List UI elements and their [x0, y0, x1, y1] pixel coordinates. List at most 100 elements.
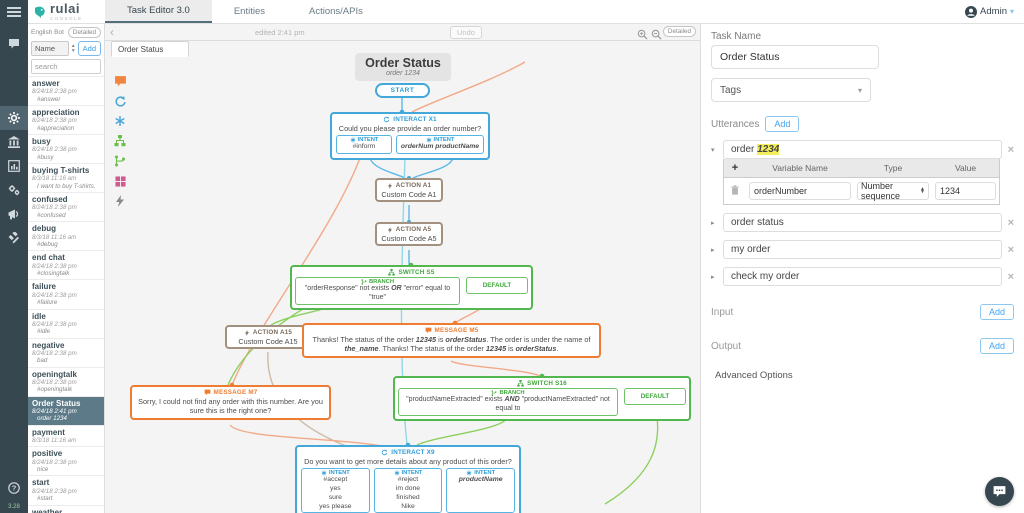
palette-intent-icon[interactable] [113, 114, 127, 128]
tab-task-editor[interactable]: Task Editor 3.0 [105, 0, 212, 23]
expand-caret-icon[interactable]: ▸ [711, 219, 715, 227]
switch-s16-default[interactable]: DEFAULT [624, 388, 686, 405]
task-list-item[interactable]: idle 8/24/18 2:38 pm #idle [28, 308, 104, 338]
task-list-item[interactable]: answer 8/24/18 2:38 pm #answer [28, 76, 104, 105]
expand-caret-icon[interactable]: ▸ [711, 246, 715, 254]
flow-canvas[interactable]: ‹ edited 2:41 pm Undo Detailed Order Sta… [105, 24, 700, 513]
action-a1-node[interactable]: ACTION A1 Custom Code A1 [375, 178, 443, 203]
chat-widget-button[interactable] [985, 477, 1014, 506]
task-list-item[interactable]: Order Status 8/24/18 2:41 pm order 1234 [28, 395, 104, 425]
edited-timestamp: edited 2:41 pm [255, 28, 305, 37]
task-list-item[interactable]: confused 8/24/18 2:38 pm #confused [28, 192, 104, 221]
task-date: 8/24/18 2:38 pm [32, 349, 77, 357]
intent-productname[interactable]: INTENT productName [446, 468, 516, 513]
task-name: debug [32, 224, 56, 234]
switch-s5-branch[interactable]: BRANCH "orderResponse" not exists OR "er… [295, 277, 460, 305]
task-list-item[interactable]: failure 8/24/18 2:38 pm #failure [28, 279, 104, 308]
close-icon[interactable]: × [1007, 270, 1014, 283]
analytics-chart-icon[interactable] [0, 154, 28, 178]
intent-reject[interactable]: INTENT #reject im done finished Nike [373, 468, 443, 513]
task-list-item[interactable]: payment 8/3/18 11:16 am [28, 424, 104, 447]
task-list-item[interactable]: positive 8/24/18 2:38 pm nice [28, 446, 104, 475]
switch-s16-branch[interactable]: BRANCH "productNameExtracted" exists AND… [398, 388, 618, 416]
gavel-icon[interactable] [0, 226, 28, 250]
top-bar: rulai Console Task Editor 3.0 Entities A… [28, 0, 1024, 24]
expand-caret-icon[interactable]: ▸ [711, 273, 715, 281]
user-menu[interactable]: Admin ▾ [965, 0, 1024, 23]
variable-type-select[interactable]: Number sequence ▲▼ [857, 181, 929, 201]
add-variable-icon[interactable]: + [731, 162, 739, 174]
utterance-text[interactable]: check my order [723, 267, 1002, 286]
add-task-button[interactable]: Add [77, 41, 101, 56]
variable-value-input[interactable] [935, 182, 996, 200]
add-output-button[interactable]: Add [979, 338, 1014, 354]
palette-group-icon[interactable] [113, 174, 127, 188]
task-name-input[interactable] [711, 45, 879, 69]
chat-bubble-icon[interactable] [0, 32, 28, 56]
help-icon[interactable] [0, 476, 28, 500]
settings-gear-icon[interactable] [0, 106, 28, 130]
task-list-item[interactable]: negative 8/24/18 2:38 pm bad [28, 337, 104, 367]
cogs-icon[interactable] [0, 178, 28, 202]
action-a15-node[interactable]: ACTION A15 Custom Code A15 [225, 325, 311, 350]
task-date: 8/24/18 2:38 pm [32, 204, 77, 212]
task-list-item[interactable]: weather 8/3/18 11:16 am What's the weath… [28, 504, 104, 513]
intent-accept[interactable]: INTENT #accept yes sure yes please [301, 468, 370, 513]
palette-interact-icon[interactable] [113, 94, 127, 108]
message-bubble-icon [425, 327, 432, 334]
back-chevron-icon[interactable]: ‹ [110, 25, 114, 39]
add-input-button[interactable]: Add [979, 304, 1014, 320]
undo-button[interactable]: Undo [450, 26, 482, 39]
interact-x1-node[interactable]: INTERACT X1 Could you please provide an … [330, 112, 490, 160]
palette-message-icon[interactable] [113, 74, 127, 88]
palette-action-icon[interactable] [113, 194, 127, 208]
bank-icon[interactable] [0, 130, 28, 154]
collapse-caret-icon[interactable]: ▾ [711, 146, 715, 154]
canvas-detailed-button[interactable]: Detailed [662, 26, 696, 37]
interact-x9-node[interactable]: INTERACT X9 Do you want to get more deta… [295, 445, 521, 513]
trash-icon[interactable] [730, 185, 740, 195]
add-utterance-button[interactable]: Add [765, 116, 800, 132]
advanced-options-link[interactable]: Advanced Options [715, 370, 793, 381]
search-input[interactable] [31, 59, 101, 74]
switch-s16-node[interactable]: SWITCH S16 BRANCH "productNameExtracted"… [393, 376, 691, 421]
task-list-item[interactable]: openingtalk 8/24/18 2:38 pm #openingtalk [28, 366, 104, 396]
close-icon[interactable]: × [1007, 243, 1014, 256]
tags-select[interactable]: Tags ▾ [711, 78, 871, 102]
task-list-item[interactable]: start 8/24/18 2:38 pm #start [28, 475, 104, 504]
canvas-tab-order-status[interactable]: Order Status [111, 41, 189, 57]
task-list-item[interactable]: appreciation 8/24/18 2:38 pm #appreciati… [28, 105, 104, 134]
tab-entities[interactable]: Entities [233, 6, 265, 17]
task-list-item[interactable]: busy 8/24/18 2:38 pm #busy [28, 134, 104, 163]
start-node[interactable]: START [375, 83, 430, 98]
palette-switch-icon[interactable] [113, 134, 127, 148]
switch-s5-default[interactable]: DEFAULT [466, 277, 528, 294]
utterance-text[interactable]: my order [723, 240, 1002, 259]
task-name: appreciation [32, 108, 80, 118]
intent-inform[interactable]: INTENT #inform [336, 135, 392, 154]
message-m5-node[interactable]: MESSAGE M5 Thanks! The status of the ord… [302, 323, 601, 359]
col-type: Type [854, 159, 932, 178]
menu-icon[interactable] [0, 0, 28, 24]
action-a5-node[interactable]: ACTION A5 Custom Code A5 [375, 222, 443, 247]
task-name: negative [32, 340, 65, 350]
switch-s5-node[interactable]: SWITCH S5 BRANCH "orderResponse" not exi… [290, 265, 533, 310]
sort-arrows-icon[interactable]: ▲▼ [70, 43, 76, 54]
sort-select[interactable]: Name [31, 41, 69, 56]
utterance-row: ▸ order status × [711, 213, 1014, 232]
tab-actions-apis[interactable]: Actions/APIs [309, 6, 363, 17]
task-list-item[interactable]: buying T-shirts 8/3/18 11:16 am I want t… [28, 163, 104, 192]
megaphone-icon[interactable] [0, 202, 28, 226]
detailed-toggle-button[interactable]: Detailed [67, 27, 101, 38]
intent-ordernum-productname[interactable]: INTENT orderNum productName [396, 135, 484, 154]
utterance-order-1234[interactable]: order 1234 [723, 140, 1002, 159]
variable-name-input[interactable] [749, 182, 851, 200]
utterance-list: ▸ order status × ▸ my order × ▸ check my… [711, 213, 1014, 286]
task-list-item[interactable]: debug 8/3/18 11:16 am #debug [28, 221, 104, 250]
close-icon[interactable]: × [1007, 216, 1014, 229]
task-list-item[interactable]: end chat 8/24/18 2:38 pm #closingtalk [28, 250, 104, 279]
close-icon[interactable]: × [1007, 143, 1014, 156]
utterance-text[interactable]: order status [723, 213, 1002, 232]
message-m7-node[interactable]: MESSAGE M7 Sorry, I could not find any o… [130, 385, 331, 421]
palette-branch-icon[interactable] [113, 154, 127, 168]
